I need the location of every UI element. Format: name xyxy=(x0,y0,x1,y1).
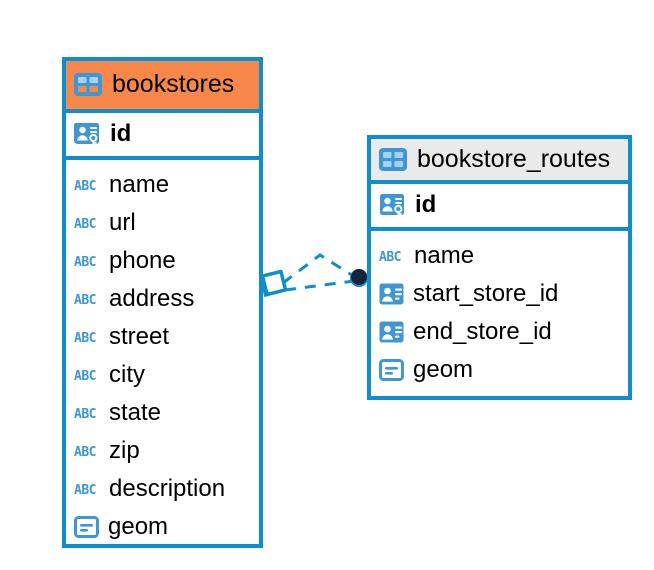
table-icon xyxy=(379,147,407,171)
abc-text-icon: ABC xyxy=(74,445,100,458)
geometry-icon xyxy=(379,359,404,381)
field-label: end_store_id xyxy=(413,318,552,345)
field-row[interactable]: ABC name xyxy=(379,237,620,275)
geometry-icon xyxy=(74,516,99,538)
field-row[interactable]: ABC phone xyxy=(74,242,251,280)
field-label: zip xyxy=(109,437,140,464)
field-label: state xyxy=(109,399,162,426)
field-row[interactable]: geom xyxy=(74,508,251,546)
field-row[interactable]: start_store_id xyxy=(379,275,620,313)
field-label: geom xyxy=(413,356,474,383)
field-row[interactable]: ABC description xyxy=(74,470,251,508)
entity-title: bookstores xyxy=(112,70,235,98)
entity-title: bookstore_routes xyxy=(417,144,611,173)
field-list: ABC name start_store_id xyxy=(371,231,628,396)
svg-text:ABC: ABC xyxy=(74,407,96,420)
field-label: start_store_id xyxy=(413,280,559,307)
field-label: street xyxy=(109,323,170,350)
abc-text-icon: ABC xyxy=(379,250,405,263)
entity-bookstore-routes[interactable]: bookstore_routes id xyxy=(367,135,632,400)
primary-key-label: id xyxy=(110,120,132,147)
field-label: city xyxy=(109,361,145,388)
abc-text-icon: ABC xyxy=(74,331,100,344)
abc-text-icon: ABC xyxy=(74,217,100,230)
entity-header[interactable]: bookstores xyxy=(66,61,259,113)
field-label: phone xyxy=(109,247,176,274)
field-row[interactable]: ABC zip xyxy=(74,432,251,470)
svg-text:ABC: ABC xyxy=(379,250,401,263)
svg-text:ABC: ABC xyxy=(74,179,96,192)
svg-text:ABC: ABC xyxy=(74,217,96,230)
svg-text:ABC: ABC xyxy=(74,445,96,458)
abc-text-icon: ABC xyxy=(74,179,100,192)
field-row[interactable]: ABC city xyxy=(74,356,251,394)
abc-text-icon: ABC xyxy=(74,369,100,382)
relationship-edge-lower xyxy=(284,279,355,292)
svg-text:ABC: ABC xyxy=(74,255,96,268)
field-row[interactable]: ABC address xyxy=(74,280,251,318)
field-row[interactable]: ABC url xyxy=(74,204,251,242)
entity-header[interactable]: bookstore_routes xyxy=(371,139,628,184)
abc-text-icon: ABC xyxy=(74,293,100,306)
primary-key-label: id xyxy=(415,191,437,218)
abc-text-icon: ABC xyxy=(74,255,100,268)
foreign-key-icon xyxy=(379,283,404,305)
svg-text:ABC: ABC xyxy=(74,483,96,496)
field-row[interactable]: ABC state xyxy=(74,394,251,432)
primary-key-row[interactable]: id xyxy=(66,113,259,160)
field-label: geom xyxy=(108,513,169,540)
svg-text:ABC: ABC xyxy=(74,293,96,306)
field-label: address xyxy=(109,285,195,312)
entity-bookstores[interactable]: bookstores id xyxy=(62,57,263,548)
field-list: ABC name ABC url ABC pho xyxy=(66,160,259,553)
svg-text:ABC: ABC xyxy=(74,331,96,344)
field-row[interactable]: end_store_id xyxy=(379,313,620,351)
abc-text-icon: ABC xyxy=(74,483,100,496)
abc-text-icon: ABC xyxy=(74,407,100,420)
table-icon xyxy=(74,73,102,96)
primary-key-icon xyxy=(379,192,406,219)
svg-text:ABC: ABC xyxy=(74,369,96,382)
field-row[interactable]: ABC name xyxy=(74,166,251,204)
field-label: description xyxy=(109,475,226,502)
relationship-edge-upper xyxy=(282,253,356,285)
filled-circle-marker xyxy=(350,269,368,287)
field-row[interactable]: geom xyxy=(379,351,620,389)
field-row[interactable]: ABC street xyxy=(74,318,251,356)
primary-key-row[interactable]: id xyxy=(371,184,628,231)
diamond-crowfoot-marker xyxy=(260,269,288,297)
field-label: name xyxy=(414,242,475,269)
foreign-key-icon xyxy=(379,321,404,343)
field-label: url xyxy=(109,209,136,236)
field-label: name xyxy=(109,171,170,198)
primary-key-icon xyxy=(74,121,101,148)
